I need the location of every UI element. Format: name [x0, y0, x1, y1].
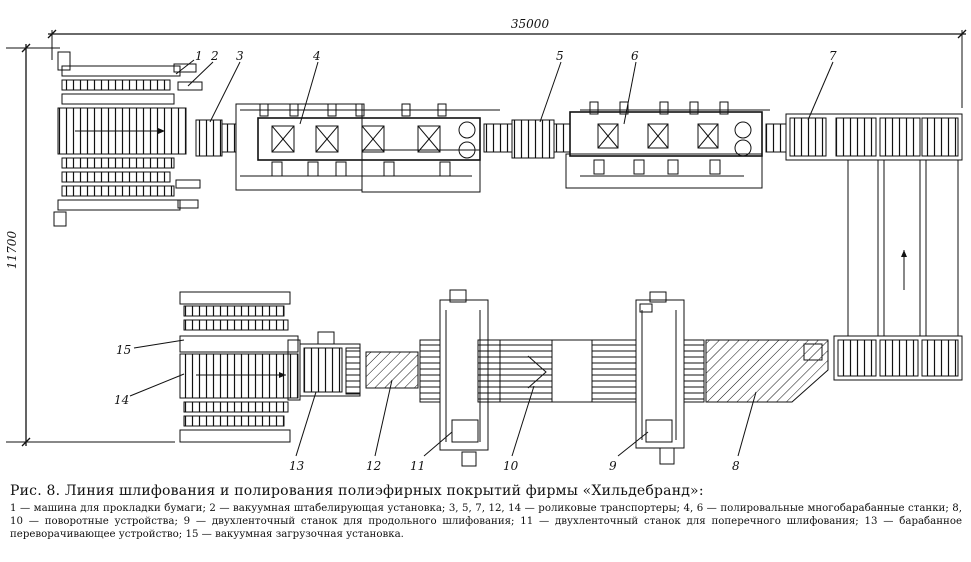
- callout-8: 8: [732, 459, 740, 473]
- drive-wheel-6a: [734, 121, 752, 139]
- callout-3: 3: [236, 49, 244, 63]
- link-conveyor-6-7: [765, 123, 787, 153]
- link-conveyor-3-4: [221, 123, 237, 153]
- paper-laying-stacking-block: [53, 51, 203, 227]
- callout-10: 10: [503, 459, 519, 473]
- link-conveyor-5-6: [553, 123, 571, 153]
- roller-conveyor-12: [365, 351, 419, 389]
- callout-9: 9: [609, 459, 617, 473]
- length-dimension-label: 35000: [511, 17, 550, 31]
- callout-11: 11: [410, 459, 425, 473]
- loading-block-14-15: [179, 291, 301, 443]
- length-dimension: 35000: [47, 17, 967, 108]
- longitudinal-sanding-machine-9: [635, 291, 705, 465]
- figure-caption: Рис. 8. Линия шлифования и полирования п…: [10, 483, 962, 541]
- polishing-machine-6: [565, 101, 770, 189]
- callout-14: 14: [114, 393, 129, 407]
- callout-5: 5: [556, 49, 564, 63]
- polishing-head-6a: [597, 123, 619, 149]
- callout-13: 13: [289, 459, 305, 473]
- drum-turning-device-13: [299, 331, 361, 397]
- callout-6: 6: [631, 49, 639, 63]
- callout-4: 4: [312, 49, 321, 63]
- callout-7: 7: [829, 49, 837, 63]
- polishing-head-4c: [361, 125, 385, 153]
- callouts: 1 2 3 4 5 6 7 8 9 10 11 12 13 14 15: [114, 49, 837, 473]
- drive-wheel-4a: [458, 121, 476, 139]
- polishing-head-6c: [697, 123, 719, 149]
- caption-legend: 1 — машина для прокладки бумаги; 2 — вак…: [10, 503, 962, 540]
- transverse-sanding-machine-11: [419, 289, 501, 467]
- callout-1: 1: [195, 49, 203, 63]
- drive-wheel-6b: [734, 139, 752, 157]
- link-conveyor-4-5: [483, 123, 513, 153]
- turning-device-8: [705, 339, 829, 403]
- roller-conveyor-middle: [591, 339, 637, 403]
- drive-wheel-4b: [458, 141, 476, 159]
- line-layout-drawing: 35000 11700: [5, 17, 967, 473]
- callout-2: 2: [210, 49, 219, 63]
- roller-conveyor-5: [511, 119, 555, 159]
- roller-conveyor-lower-right: [833, 335, 963, 381]
- roller-conveyor-7: [785, 113, 963, 161]
- polishing-head-6b: [647, 123, 669, 149]
- polishing-machine-4: [235, 103, 500, 193]
- callout-12: 12: [366, 459, 381, 473]
- roller-conveyor-3: [195, 119, 223, 157]
- caption-title: Рис. 8. Линия шлифования и полирования п…: [10, 483, 704, 499]
- callout-15: 15: [116, 343, 131, 357]
- turning-device-10: [499, 339, 593, 403]
- polishing-head-4a: [271, 125, 295, 153]
- transverse-transfer: [847, 159, 959, 337]
- width-dimension-label: 11700: [5, 231, 19, 270]
- width-dimension: 11700: [5, 43, 175, 447]
- polishing-head-4b: [315, 125, 339, 153]
- polishing-head-4d: [417, 125, 441, 153]
